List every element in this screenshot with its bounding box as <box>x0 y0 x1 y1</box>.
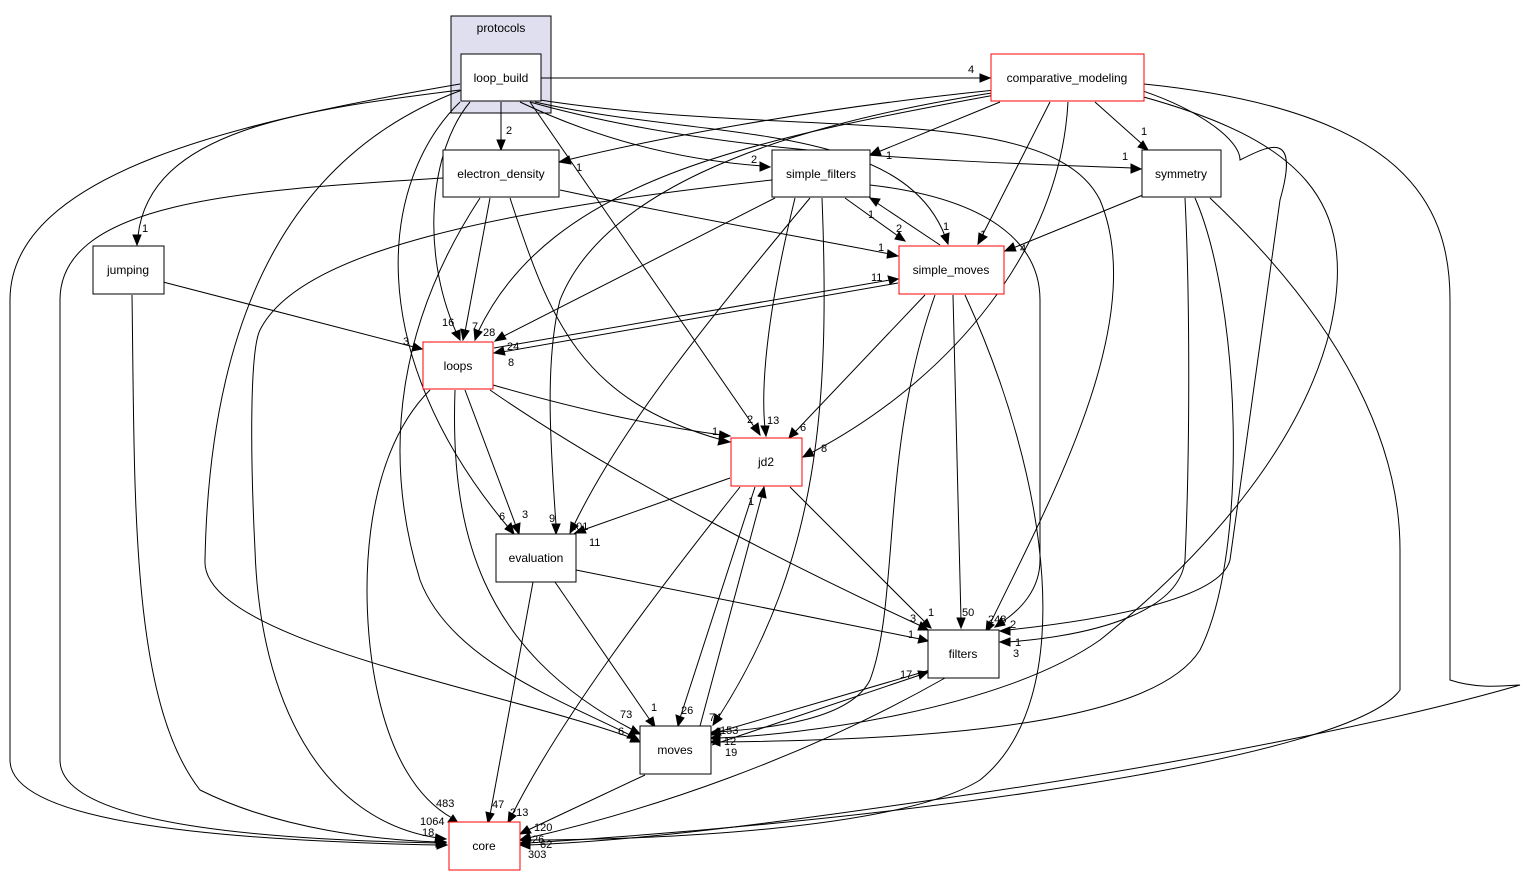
edge-label: 28 <box>483 327 495 339</box>
edge-label: 1 <box>1141 126 1147 138</box>
node-electron_density[interactable]: electron_density <box>442 149 560 198</box>
edge-label: 2 <box>896 223 902 235</box>
edge-label: 120 <box>534 822 552 834</box>
node-comparative_modeling[interactable]: comparative_modeling <box>990 53 1145 102</box>
node-label: comparative_modeling <box>1007 71 1128 85</box>
edge-label: 483 <box>436 798 454 810</box>
node-label: loop_build <box>474 71 529 85</box>
cluster-label: protocols <box>477 21 526 35</box>
edge-label: 1 <box>748 496 754 508</box>
node-label: loops <box>444 359 473 373</box>
node-jumping[interactable]: jumping <box>92 245 165 295</box>
edge-label: 1 <box>712 426 718 438</box>
edge-label: 3 <box>1013 648 1019 660</box>
node-label: jumping <box>106 263 149 277</box>
edge-label: 1 <box>980 229 986 241</box>
edge-label: 8 <box>508 357 514 369</box>
node-label: evaluation <box>509 551 564 565</box>
edge-label: 24 <box>507 341 519 353</box>
edge-label: 6 <box>800 422 806 434</box>
edge-label: 4 <box>968 64 974 76</box>
node-core[interactable]: core <box>448 821 521 871</box>
edge-label: 73 <box>620 709 632 721</box>
edge-label: 26 <box>532 834 544 846</box>
node-loops[interactable]: loops <box>422 341 494 390</box>
edge-label: 18 <box>422 827 434 839</box>
edge-label: 1 <box>1122 151 1128 163</box>
edge-label: 6 <box>618 726 624 738</box>
node-label: moves <box>657 743 692 757</box>
edge-label: 303 <box>528 849 546 861</box>
edge-label: 213 <box>510 807 528 819</box>
node-label: core <box>472 839 496 853</box>
node-loop_build[interactable]: loop_build <box>460 53 542 102</box>
node-simple_filters[interactable]: simple_filters <box>771 149 871 198</box>
edge-label: 2 <box>751 154 757 166</box>
node-label: filters <box>949 647 978 661</box>
node-label: simple_moves <box>913 263 990 277</box>
edge-label: 7 <box>472 321 478 333</box>
edge-label: 1 <box>142 223 148 235</box>
edge-label: 3 <box>910 613 916 625</box>
edge-label: 11 <box>871 272 882 284</box>
edge-label: 1 <box>878 242 884 254</box>
edge-label: 9 <box>549 513 555 525</box>
node-jd2[interactable]: jd2 <box>730 437 803 487</box>
edge-label: 1 <box>868 209 874 221</box>
edge-label: 6 <box>499 511 505 523</box>
edge-label: 2 <box>1010 619 1016 631</box>
edge-label: 1 <box>1015 637 1021 649</box>
node-evaluation[interactable]: evaluation <box>495 533 577 583</box>
edge-label: 12 <box>724 736 736 748</box>
node-label: jd2 <box>757 455 774 469</box>
edge-label: 50 <box>962 607 974 619</box>
edge-label: 47 <box>492 799 504 811</box>
edge-labels: 4 2 1 2 1 1 1 1 1 2 1 1 4 1 11 16 7 28 2… <box>142 64 1147 861</box>
node-symmetry[interactable]: symmetry <box>1141 149 1222 198</box>
edge-label: 1 <box>943 221 949 233</box>
edge-label: 74 <box>709 712 721 724</box>
node-filters[interactable]: filters <box>927 629 1000 679</box>
edges <box>9 73 1521 850</box>
edge-label: 1 <box>886 150 892 162</box>
edge-label: 4 <box>1020 243 1026 255</box>
edge-label: 3 <box>403 336 409 348</box>
edge-label: 1 <box>576 162 582 174</box>
edge-label: 62 <box>540 839 552 851</box>
edge-label: 13 <box>767 415 779 427</box>
edge-label: 101 <box>570 521 588 533</box>
edge-label: 2 <box>747 414 753 426</box>
node-label: electron_density <box>457 167 544 181</box>
node-simple_moves[interactable]: simple_moves <box>898 245 1005 295</box>
edge-label: 8 <box>821 443 827 455</box>
node-label: simple_filters <box>786 167 856 181</box>
edge-label: 26 <box>681 705 693 717</box>
edge-label: 248 <box>988 614 1006 626</box>
edge-label: 153 <box>720 725 738 737</box>
edge-label: 2 <box>506 125 512 137</box>
edge-label: 1064 <box>420 816 444 828</box>
edge-label: 1 <box>651 702 657 714</box>
node-moves[interactable]: moves <box>639 725 712 775</box>
edge-label: 11 <box>589 537 600 549</box>
edge-label: 1 <box>928 607 934 619</box>
node-label: symmetry <box>1155 167 1207 181</box>
edge-label: 1 <box>908 629 914 641</box>
edge-label: 19 <box>725 747 737 759</box>
edge-label: 16 <box>442 317 454 329</box>
edge-label: 17 <box>900 669 912 681</box>
edge-label: 3 <box>522 509 528 521</box>
